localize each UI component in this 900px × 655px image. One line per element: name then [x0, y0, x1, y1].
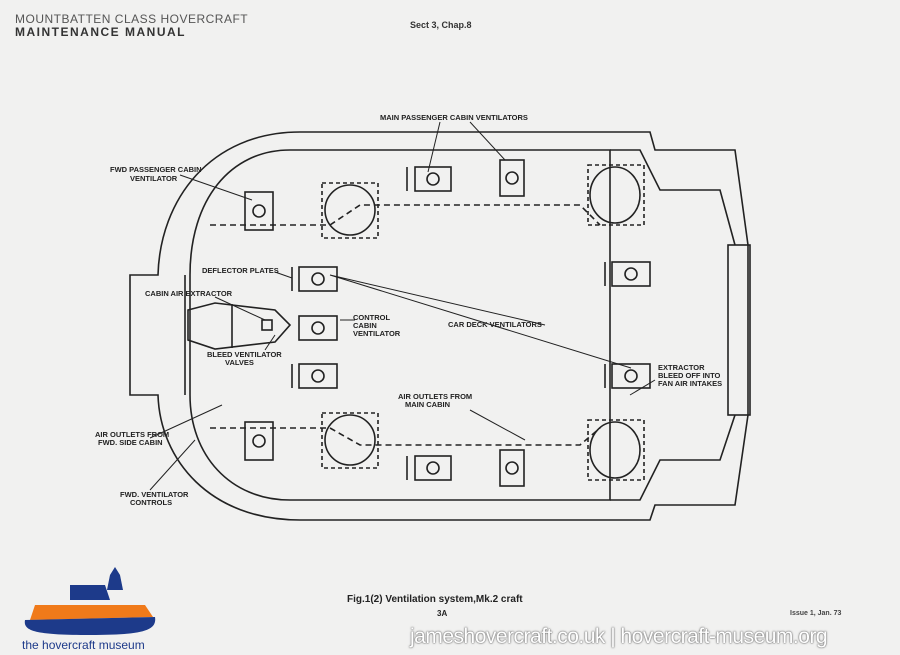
label-air-outlets-main-cabin: AIR OUTLETS FROM [398, 392, 472, 401]
label-fwd-ventilator-controls-2: CONTROLS [130, 498, 172, 507]
main-cabin-ventilator [406, 166, 452, 192]
label-air-outlets-fwd-side-cabin: AIR OUTLETS FROM [95, 430, 169, 439]
control-cabin-ventilator [298, 315, 338, 341]
manual-title: MAINTENANCE MANUAL [15, 25, 186, 39]
ventilation-diagram: MAIN PASSENGER CABIN VENTILATORS FWD PAS… [95, 113, 751, 521]
main-cabin-ventilator [406, 455, 452, 481]
car-deck-ventilator [604, 363, 651, 389]
logo-text: the hovercraft museum [22, 638, 145, 652]
fan-unit [587, 419, 645, 481]
air-duct [210, 427, 601, 446]
watermark: jameshovercraft.co.uk | hovercraft-museu… [410, 625, 828, 648]
main-cabin-ventilator [499, 159, 525, 197]
main-cabin-ventilator [499, 449, 525, 487]
label-bleed-ventilator-valves-2: VALVES [225, 358, 254, 367]
stern-ramp [727, 244, 751, 416]
label-fwd-ventilator-controls: FWD. VENTILATOR [120, 490, 189, 499]
figure-caption: Fig.1(2) Ventilation system,Mk.2 craft [347, 594, 523, 605]
label-cabin-air-extractor: CABIN AIR EXTRACTOR [145, 289, 233, 298]
label-car-deck-ventilators: CAR DECK VENTILATORS [448, 320, 542, 329]
air-duct [210, 204, 601, 226]
label-control-cabin-ventilator-3: VENTILATOR [353, 329, 401, 338]
label-air-outlets-fwd-side-cabin-2: FWD. SIDE CABIN [98, 438, 163, 447]
manual-series-title: MOUNTBATTEN CLASS HOVERCRAFT [15, 12, 249, 26]
control-cabin [187, 302, 292, 350]
deck-outline [189, 149, 611, 501]
issue-date: Issue 1, Jan. 73 [790, 610, 842, 617]
fwd-side-ventilator [244, 421, 274, 461]
label-control-cabin-ventilator: CONTROL [353, 313, 390, 322]
car-deck-ventilator [291, 363, 338, 389]
fwd-passenger-ventilator [244, 191, 274, 231]
label-control-cabin-ventilator-2: CABIN [353, 321, 377, 330]
hovercraft-museum-logo [24, 567, 156, 635]
label-extractor: EXTRACTOR [658, 363, 705, 372]
label-deflector-plates: DEFLECTOR PLATES [202, 266, 279, 275]
label-air-outlets-main-cabin-2: MAIN CABIN [405, 400, 450, 409]
label-fwd-passenger-ventilator: FWD PASSENGER CABIN [110, 165, 202, 174]
label-fwd-passenger-ventilator-2: VENTILATOR [130, 174, 178, 183]
car-deck-ventilator [291, 266, 338, 292]
car-deck-ventilator [604, 261, 651, 287]
hull-outline [129, 131, 749, 521]
label-bleed-ventilator-valves: BLEED VENTILATOR [207, 350, 282, 359]
leader-lines [149, 121, 656, 491]
fan-unit [321, 182, 379, 239]
label-main-passenger-ventilators: MAIN PASSENGER CABIN VENTILATORS [380, 113, 528, 122]
fan-unit [587, 164, 645, 226]
label-extractor-2: BLEED OFF INTO [658, 371, 721, 380]
page-number: 3A [437, 609, 448, 618]
label-extractor-3: FAN AIR INTAKES [658, 379, 722, 388]
fan-unit [321, 412, 379, 469]
section-reference: Sect 3, Chap.8 [410, 20, 472, 30]
